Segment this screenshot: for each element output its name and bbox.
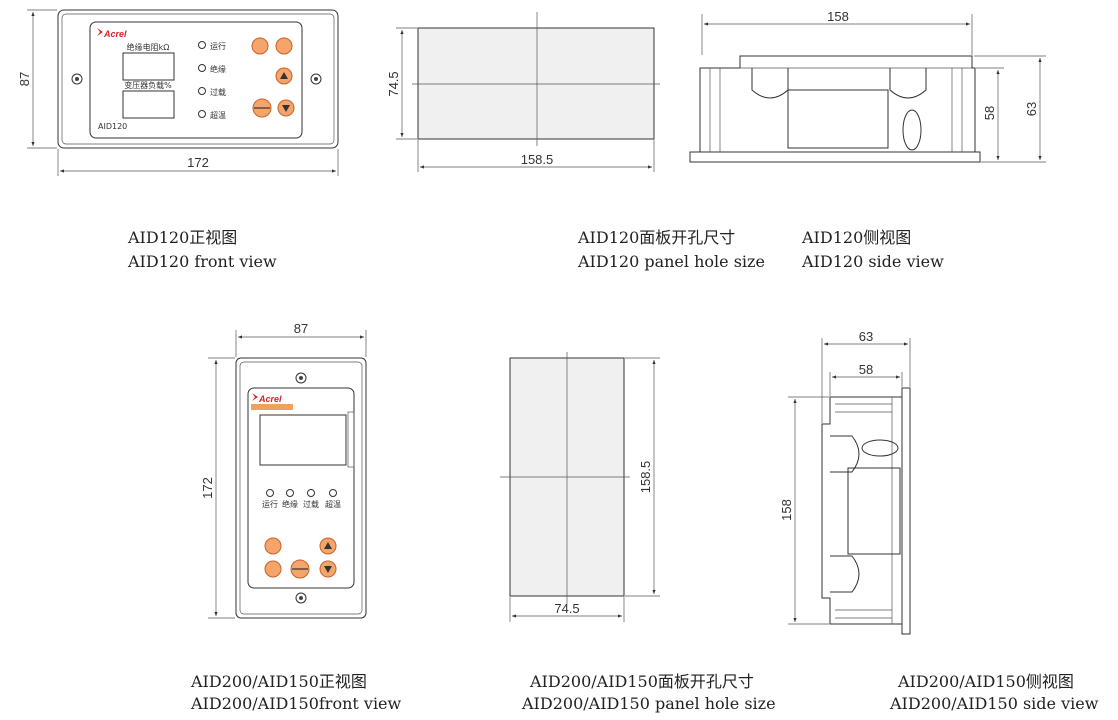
caption-aid200-front-cn: AID200/AID150正视图 bbox=[191, 672, 367, 691]
acrel-logo-icon bbox=[252, 393, 258, 401]
aid120-display2-label: 变压器负载% bbox=[124, 80, 172, 90]
aid120-display1 bbox=[122, 52, 175, 81]
aid120-front-width-dim: 172 bbox=[187, 155, 209, 170]
aid120-led-run-icon bbox=[198, 41, 206, 49]
aid120-model-label: AID120 bbox=[98, 122, 127, 131]
aid120-logo: Acrel bbox=[97, 28, 127, 39]
aid200-button-2[interactable] bbox=[264, 560, 282, 578]
aid200-led-label: 过载 bbox=[303, 499, 319, 509]
aid200-faceplate bbox=[247, 387, 355, 589]
aid120-led-label: 绝缘 bbox=[210, 64, 226, 74]
aid200-hole-height-dim: 158.5 bbox=[638, 461, 653, 494]
arrow-down-icon bbox=[282, 105, 290, 112]
aid120-led-overload-icon bbox=[198, 87, 206, 95]
aid120-side-flange bbox=[689, 151, 981, 163]
aid200-front-width-dim: 87 bbox=[294, 321, 308, 336]
caption-aid200-side-en: AID200/AID150 side view bbox=[890, 694, 1099, 713]
aid120-hole-height-dim: 74.5 bbox=[386, 71, 401, 96]
aid120-side-inner-dim: 58 bbox=[982, 106, 997, 120]
aid200-model-strip bbox=[251, 404, 293, 410]
aid200-brand: Acrel bbox=[258, 394, 282, 404]
aid200-side-height-dim: 158 bbox=[779, 499, 794, 521]
aid200-led-run-icon bbox=[266, 489, 274, 497]
caption-aid120-front-cn: AID120正视图 bbox=[128, 228, 238, 247]
aid120-front-view: Acrel 绝缘电阻kΩ 变压器负载% AID120 运行 绝缘 过载 超温 8… bbox=[17, 9, 339, 176]
arrow-up-icon bbox=[324, 542, 332, 549]
aid120-brand: Acrel bbox=[103, 29, 127, 39]
aid120-side-body bbox=[699, 55, 976, 152]
caption-aid120-side-en: AID120 side view bbox=[802, 252, 944, 271]
aid120-display2 bbox=[122, 90, 175, 119]
aid120-led-insulation-icon bbox=[198, 64, 206, 72]
aid200-hole-width-dim: 74.5 bbox=[554, 601, 579, 616]
aid120-led-label: 超温 bbox=[210, 110, 226, 120]
caption-aid120-side-cn: AID120侧视图 bbox=[802, 228, 912, 247]
caption-aid200-side-cn: AID200/AID150侧视图 bbox=[898, 672, 1074, 691]
aid120-side-view: 158 58 63 bbox=[689, 9, 1046, 163]
aid200-side-body bbox=[821, 396, 902, 625]
aid200-led-label: 绝缘 bbox=[282, 499, 298, 509]
caption-aid120-hole-cn: AID120面板开孔尺寸 bbox=[578, 228, 736, 247]
aid120-button-1[interactable] bbox=[251, 37, 269, 55]
aid120-button-2[interactable] bbox=[275, 37, 293, 55]
aid200-button-1[interactable] bbox=[264, 537, 282, 555]
aid120-front-height-dim: 87 bbox=[17, 72, 32, 86]
aid200-led-label: 超温 bbox=[325, 499, 341, 509]
aid200-led-insulation-icon bbox=[286, 489, 294, 497]
aid120-bezel bbox=[57, 9, 339, 149]
aid120-hole-rect bbox=[417, 27, 655, 140]
aid120-side-width-dim: 158 bbox=[827, 9, 849, 24]
aid200-side-depth-dim: 63 bbox=[859, 329, 873, 344]
aid120-led-overtemp-icon bbox=[198, 110, 206, 118]
caption-aid200-front-en: AID200/AID150front view bbox=[191, 694, 402, 713]
acrel-logo-icon bbox=[97, 28, 103, 36]
aid120-led-label: 运行 bbox=[210, 41, 226, 51]
aid120-faceplate bbox=[89, 21, 303, 139]
aid200-screw-bottom-icon bbox=[295, 592, 307, 604]
aid200-display bbox=[259, 414, 347, 466]
caption-aid200-hole-cn: AID200/AID150面板开孔尺寸 bbox=[530, 672, 754, 691]
arrow-down-icon bbox=[324, 566, 332, 573]
aid120-hole-width-dim: 158.5 bbox=[521, 152, 554, 167]
caption-aid200-hole-en: AID200/AID150 panel hole size bbox=[522, 694, 776, 713]
aid120-led-label: 过载 bbox=[210, 87, 226, 97]
aid200-bezel bbox=[235, 357, 367, 619]
aid200-panel-hole: 158.5 74.5 bbox=[500, 352, 660, 622]
aid200-led-overload-icon bbox=[307, 489, 315, 497]
caption-aid120-hole-en: AID120 panel hole size bbox=[578, 252, 765, 271]
aid200-front-height-dim: 172 bbox=[200, 477, 215, 499]
aid200-side-inner-dim: 58 bbox=[859, 362, 873, 377]
arrow-up-icon bbox=[280, 72, 288, 79]
aid200-logo: Acrel bbox=[252, 393, 282, 404]
aid120-panel-hole: 74.5 158.5 bbox=[386, 12, 660, 172]
aid200-led-overtemp-icon bbox=[329, 489, 337, 497]
aid120-screw-right-icon bbox=[310, 73, 322, 85]
aid200-side-view: 63 58 158 bbox=[779, 329, 911, 635]
aid200-side-flange bbox=[901, 387, 911, 635]
aid200-led-label: 运行 bbox=[262, 499, 278, 509]
aid120-side-depth-dim: 63 bbox=[1024, 102, 1039, 116]
aid200-front-view: Acrel 运行 绝缘 过载 超温 87 172 bbox=[200, 321, 367, 619]
aid120-display1-label: 绝缘电阻kΩ bbox=[127, 42, 170, 52]
caption-aid120-front-en: AID120 front view bbox=[128, 252, 277, 271]
aid120-bezel-inner bbox=[61, 13, 335, 145]
aid200-screw-top-icon bbox=[295, 372, 307, 384]
aid120-screw-left-icon bbox=[71, 73, 83, 85]
